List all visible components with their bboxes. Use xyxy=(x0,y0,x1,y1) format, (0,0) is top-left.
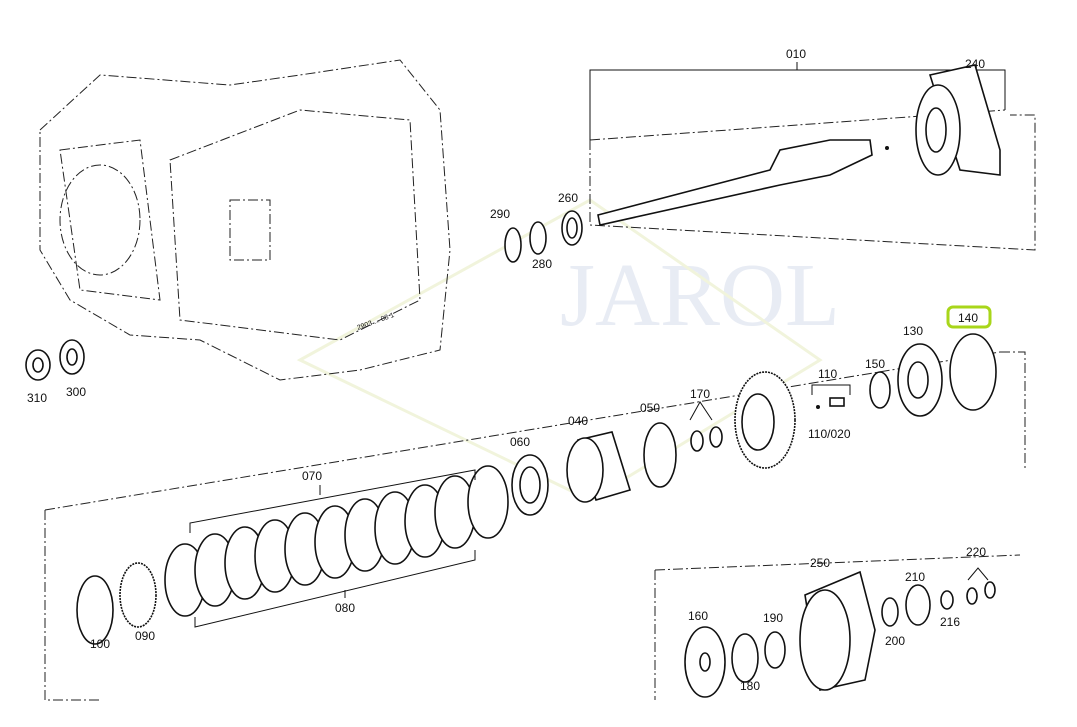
label-010: 010 xyxy=(786,47,806,61)
label-280: 280 xyxy=(532,257,552,271)
transmission-housing: 2903 ... 08 1 xyxy=(39,59,451,381)
label-110-020: 110/020 xyxy=(808,427,851,441)
label-110: 110 xyxy=(818,367,837,381)
highlight-box-140 xyxy=(946,305,992,329)
label-050: 050 xyxy=(640,401,660,415)
label-250: 250 xyxy=(810,556,830,570)
label-220: 220 xyxy=(966,545,986,559)
label-210: 210 xyxy=(905,570,925,584)
label-240: 240 xyxy=(965,57,985,71)
label-150: 150 xyxy=(865,357,885,371)
label-140: 140 xyxy=(958,311,978,325)
watermark: JAROL xyxy=(560,246,840,345)
label-060: 060 xyxy=(510,435,530,449)
housing-stamp: 2903 ... 08 1 xyxy=(356,312,395,332)
label-100: 100 xyxy=(90,637,110,651)
label-200: 200 xyxy=(885,634,905,648)
clutch-pack xyxy=(164,465,509,617)
label-130: 130 xyxy=(903,324,923,338)
label-190: 190 xyxy=(763,611,783,625)
label-180: 180 xyxy=(740,679,760,693)
label-300: 300 xyxy=(66,385,86,399)
label-290: 290 xyxy=(490,207,510,221)
label-160: 160 xyxy=(688,609,708,623)
label-040: 040 xyxy=(568,414,588,428)
label-216: 216 xyxy=(940,615,960,629)
label-310: 310 xyxy=(27,391,47,405)
label-260: 260 xyxy=(558,191,578,205)
label-090: 090 xyxy=(135,629,155,643)
label-080: 080 xyxy=(335,601,355,615)
label-170: 170 xyxy=(690,387,710,401)
label-070: 070 xyxy=(302,469,322,483)
